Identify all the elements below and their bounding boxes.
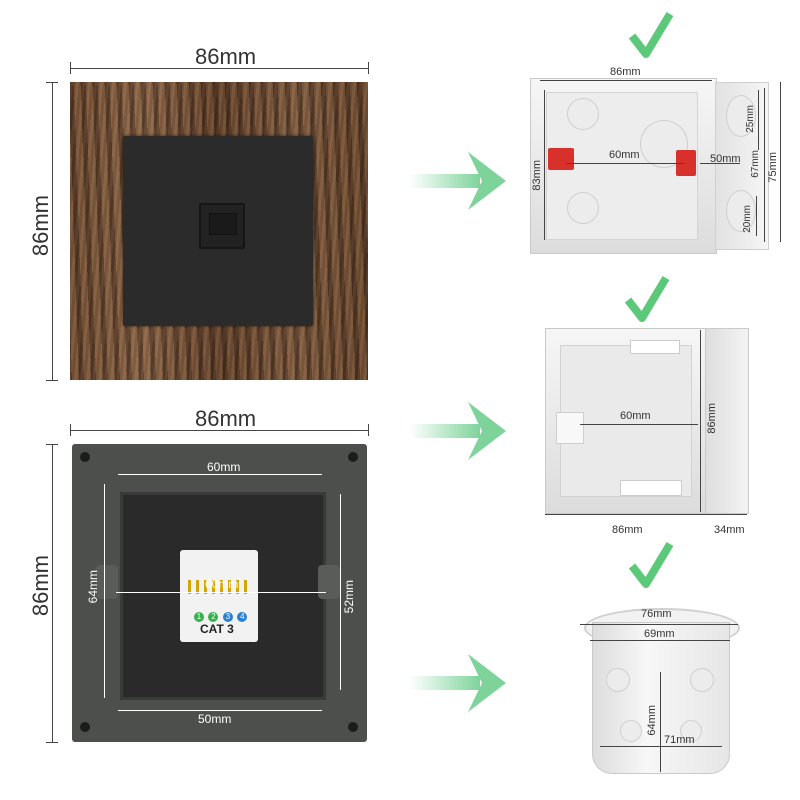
mount-ear-right <box>318 565 340 599</box>
box1-total-label: 75mm <box>767 152 779 183</box>
box3-bottom-label: 71mm <box>664 734 695 746</box>
module-type-label: CAT 3 <box>200 622 234 636</box>
side-height-label: 52mm <box>342 580 356 614</box>
back-height-label: 86mm <box>28 555 53 617</box>
checkmark-icon <box>628 541 674 588</box>
box1-screw-label: 60mm <box>609 149 640 161</box>
box1-top-label: 86mm <box>610 66 641 78</box>
arrow-icon <box>410 402 506 460</box>
pin-4-badge: 4 <box>237 612 248 622</box>
pin-1-badge: 1 <box>194 612 204 622</box>
arrow-icon <box>410 654 506 712</box>
box3-height-label: 64mm <box>646 705 658 736</box>
back-width-label: 86mm <box>195 406 257 431</box>
mount-spacing-label: 60mm <box>207 460 241 474</box>
inner-height-label: 64mm <box>86 570 100 604</box>
pin-3-badge: 3 <box>222 612 233 622</box>
keystone-module: 1 2 3 4 CAT 3 <box>180 550 258 642</box>
box-2-side <box>705 328 749 514</box>
box1-upper-label: 25mm <box>745 105 756 133</box>
arrow-icon <box>410 152 506 210</box>
box-3-body <box>592 622 730 774</box>
pin-2-badge: 2 <box>208 612 219 622</box>
box2-depth-label: 34mm <box>714 524 745 536</box>
box1-side-label: 83mm <box>531 160 543 191</box>
front-width-label: 86mm <box>195 44 257 69</box>
box1-depth-label: 50mm <box>710 153 741 165</box>
box1-mid-label: 67mm <box>750 150 761 178</box>
box1-lower-label: 20mm <box>742 205 753 233</box>
checkmark-icon <box>624 275 670 322</box>
box3-top-label: 76mm <box>641 608 672 620</box>
module-width-label: 60mm <box>205 577 239 591</box>
mount-ear-left <box>96 565 118 599</box>
front-height-label: 86mm <box>28 195 53 257</box>
checkmark-icon <box>628 11 674 58</box>
clamp-right <box>676 150 696 176</box>
bottom-width-label: 50mm <box>198 712 232 726</box>
box2-width-label: 86mm <box>612 524 643 536</box>
box2-height-label: 86mm <box>706 403 718 434</box>
box3-inner-label: 69mm <box>644 628 675 640</box>
clamp-left <box>548 148 574 170</box>
box2-screw-label: 60mm <box>620 410 651 422</box>
rj-jack-port <box>199 203 245 249</box>
